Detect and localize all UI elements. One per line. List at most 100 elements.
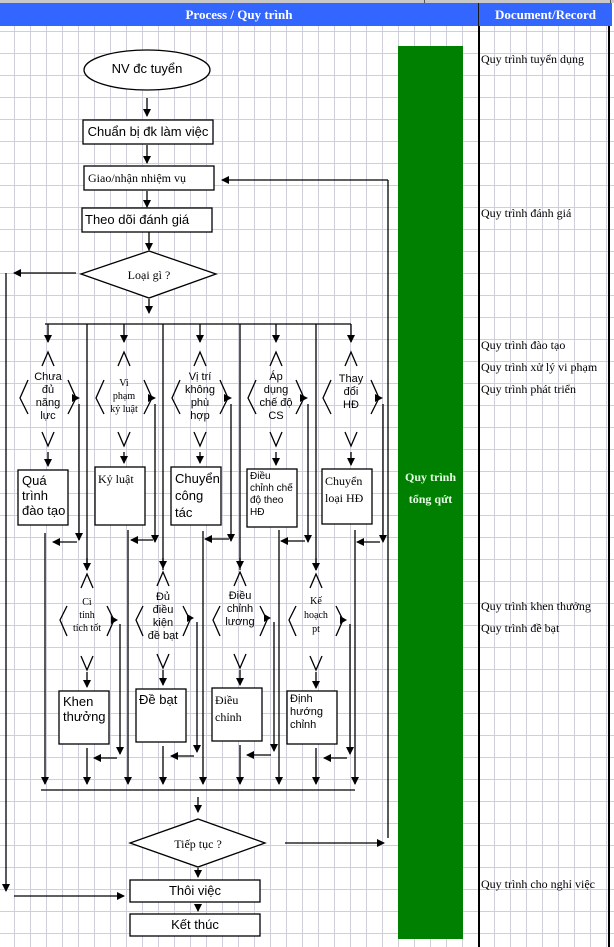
flow-shape xyxy=(300,394,308,402)
text-line: dụng xyxy=(263,384,289,396)
text-line: đề bạt xyxy=(147,630,179,642)
text-line: kỷ luật xyxy=(110,404,138,415)
document-item-dismissal[interactable]: Quy trình cho nghỉ việc xyxy=(481,877,595,891)
quit-box xyxy=(129,879,261,903)
flow-shape xyxy=(41,350,55,367)
flow-shape xyxy=(19,379,29,415)
flow-shape xyxy=(233,570,247,587)
document-item-recruitment[interactable]: Quy trình tuyển dụng xyxy=(481,52,584,66)
document-item-violation[interactable]: Quy trình xử lý vi phạm xyxy=(481,360,598,374)
text-line: trình xyxy=(22,488,49,503)
process-box xyxy=(286,690,338,745)
general-process-label-line1: Quy trình xyxy=(404,470,456,484)
flow-shape xyxy=(187,614,194,622)
text-line: Cì xyxy=(82,597,92,608)
flow-shape xyxy=(193,350,207,367)
flow-shape xyxy=(212,605,221,637)
text-line: chỉnh xyxy=(226,603,254,615)
text-line: Chưa xyxy=(34,371,62,383)
flow-shape xyxy=(344,431,358,448)
assign-label: Giao/nhận nhiệm vụ xyxy=(88,171,186,185)
text-line: Đủ xyxy=(155,591,171,603)
flow-shape xyxy=(247,379,257,415)
text-line: Điều xyxy=(215,693,239,707)
general-process-bar xyxy=(398,46,463,939)
column-divider xyxy=(478,26,480,947)
flow-shape xyxy=(80,655,94,672)
text-line: Áp xyxy=(269,371,283,383)
text-line: Quá xyxy=(22,473,47,488)
flow-shape xyxy=(171,379,181,415)
process-box xyxy=(321,468,373,525)
text-line: chỉnh xyxy=(215,710,242,724)
column-divider-right xyxy=(608,26,610,947)
text-line: HĐ xyxy=(343,399,359,411)
process-box xyxy=(58,690,110,745)
text-line: hợp xyxy=(190,410,210,422)
flow-shape xyxy=(264,614,271,622)
process-box xyxy=(246,468,298,528)
toolbar-separator xyxy=(610,0,611,3)
assign-box xyxy=(83,165,215,191)
text-line: không xyxy=(185,384,215,396)
flow-shape xyxy=(193,431,207,448)
process-box xyxy=(211,687,263,742)
text-line: Vị trí xyxy=(188,371,212,383)
type-decision-label: Loại gì ? xyxy=(127,268,171,282)
document-item-reward[interactable]: Quy trình khen thưởng xyxy=(481,599,591,613)
document-item-evaluation[interactable]: Quy trình đánh giá xyxy=(481,206,572,220)
flow-shape xyxy=(135,605,144,637)
flow-shape xyxy=(148,394,156,402)
text-line: thưởng xyxy=(63,709,106,724)
flow-shape xyxy=(344,350,358,367)
monitor-box xyxy=(81,207,213,233)
flow-shape xyxy=(224,394,232,402)
text-line: chế độ xyxy=(259,397,293,409)
action-label: Kỷ luật xyxy=(98,472,146,486)
flow-shape xyxy=(156,653,170,670)
document-item-promotion[interactable]: Quy trình đề bạt xyxy=(481,621,560,635)
process-box xyxy=(135,688,187,743)
document-column-header: Document/Record xyxy=(479,3,612,26)
text-line: tác xyxy=(175,505,193,520)
process-box xyxy=(94,466,146,526)
text-line: Chuyển xyxy=(325,474,363,488)
prepare-label: Chuẩn bị đk làm việc xyxy=(87,124,209,139)
text-line: chỉnh xyxy=(290,719,317,731)
flow-shape xyxy=(233,653,247,670)
text-line: phù xyxy=(190,397,210,409)
text-line: Chuyển xyxy=(175,471,220,486)
text-line: Vi xyxy=(119,378,129,389)
flow-shape xyxy=(182,605,191,637)
text-line: độ theo xyxy=(250,495,284,506)
flow-shape xyxy=(95,379,105,415)
text-line: Đề bạt xyxy=(139,692,178,707)
process-column-header: Process / Quy trình xyxy=(0,3,479,26)
text-line: Điều xyxy=(228,590,252,602)
flow-shape xyxy=(41,431,55,448)
text-line: pt xyxy=(312,624,320,635)
start-label: NV đc tuyển xyxy=(111,61,183,76)
flow-shape xyxy=(375,394,383,402)
flow-shape xyxy=(156,570,170,587)
flow-shape xyxy=(309,572,323,589)
document-item-training[interactable]: Quy trình đào tạo xyxy=(481,338,566,352)
text-line: tỉnh xyxy=(79,610,95,621)
continue-decision-label: Tiếp tục ? xyxy=(174,837,222,851)
flow-shape xyxy=(117,431,131,448)
document-item-development[interactable]: Quy trình phát triển xyxy=(481,382,576,396)
end-box xyxy=(129,913,261,937)
action-label: Điều chỉnh xyxy=(215,692,263,726)
